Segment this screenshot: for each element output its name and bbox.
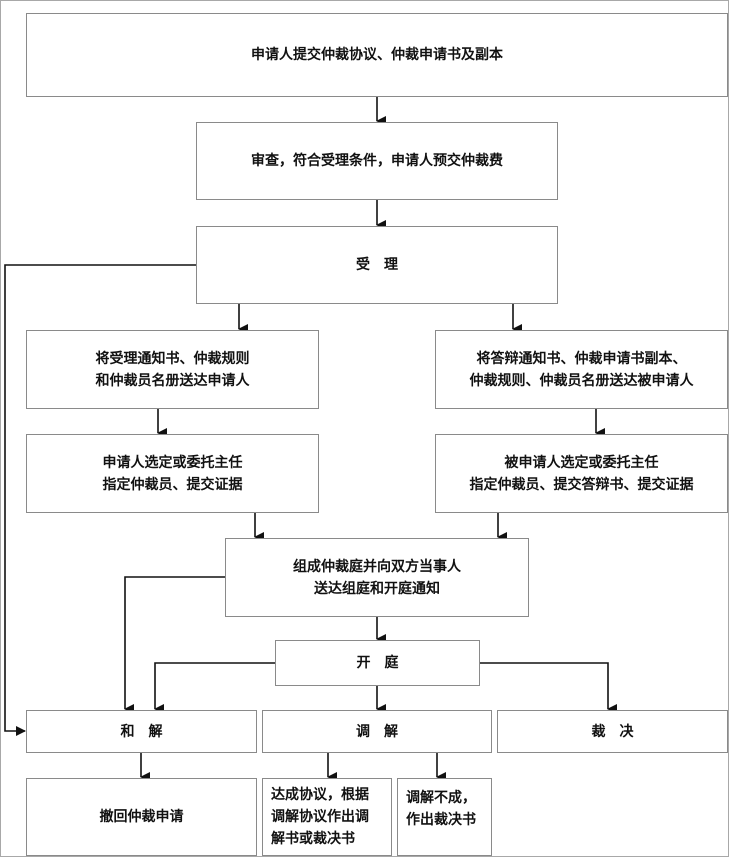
step-notify-respondent-label: 将答辩通知书、仲裁申请书副本、 仲裁规则、仲裁员名册送达被申请人 xyxy=(470,348,694,392)
step-notify-applicant: 将受理通知书、仲裁规则 和仲裁员名册送达申请人 xyxy=(26,330,319,409)
step-applicant-choose-arbitrator-label: 申请人选定或委托主任 指定仲裁员、提交证据 xyxy=(103,452,243,496)
step-mediation-success-label: 达成协议，根据 调解协议作出调 解书或裁决书 xyxy=(271,784,369,850)
step-mediation: 调解 xyxy=(262,710,492,753)
step-award: 裁决 xyxy=(497,710,728,753)
arrow-tribunal-to-settlement xyxy=(125,577,225,709)
step-respondent-choose-arbitrator-label: 被申请人选定或委托主任 指定仲裁员、提交答辩书、提交证据 xyxy=(470,452,694,496)
step-accept-label: 受理 xyxy=(356,254,412,276)
step-accept: 受理 xyxy=(196,226,558,304)
step-applicant-choose-arbitrator: 申请人选定或委托主任 指定仲裁员、提交证据 xyxy=(26,434,319,513)
step-review-and-fee: 审查，符合受理条件，申请人预交仲裁费 xyxy=(196,122,558,200)
step-settlement: 和解 xyxy=(26,710,257,753)
step-award-label: 裁决 xyxy=(592,721,648,743)
step-submit-application: 申请人提交仲裁协议、仲裁申请书及副本 xyxy=(26,13,728,97)
step-mediation-success: 达成协议，根据 调解协议作出调 解书或裁决书 xyxy=(262,778,392,856)
step-notify-respondent: 将答辩通知书、仲裁申请书副本、 仲裁规则、仲裁员名册送达被申请人 xyxy=(435,330,728,409)
step-hearing-label: 开庭 xyxy=(357,652,413,674)
step-respondent-choose-arbitrator: 被申请人选定或委托主任 指定仲裁员、提交答辩书、提交证据 xyxy=(435,434,728,513)
step-mediation-label: 调解 xyxy=(356,721,412,743)
step-settlement-label: 和解 xyxy=(121,721,177,743)
step-withdraw-application-label: 撤回仲裁申请 xyxy=(100,806,184,828)
step-submit-application-label: 申请人提交仲裁协议、仲裁申请书及副本 xyxy=(251,44,503,66)
arrow-hearing-to-award xyxy=(480,663,608,709)
step-form-tribunal-label: 组成仲裁庭并向双方当事人 送达组庭和开庭通知 xyxy=(293,556,461,600)
step-hearing: 开庭 xyxy=(275,640,480,686)
step-withdraw-application: 撤回仲裁申请 xyxy=(26,778,257,856)
step-mediation-fail-label: 调解不成， 作出裁决书 xyxy=(406,787,476,831)
step-review-and-fee-label: 审查，符合受理条件，申请人预交仲裁费 xyxy=(251,150,503,172)
step-mediation-fail: 调解不成， 作出裁决书 xyxy=(397,778,492,856)
step-notify-applicant-label: 将受理通知书、仲裁规则 和仲裁员名册送达申请人 xyxy=(96,348,250,392)
step-form-tribunal: 组成仲裁庭并向双方当事人 送达组庭和开庭通知 xyxy=(225,538,529,617)
arrow-hearing-to-settlement xyxy=(155,663,275,709)
